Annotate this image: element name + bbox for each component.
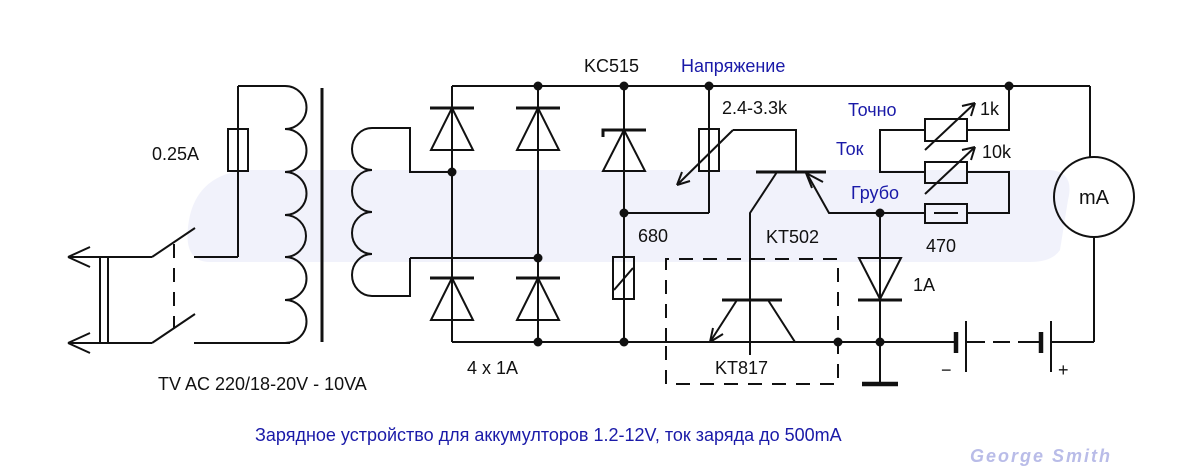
resistor-470 bbox=[880, 203, 968, 224]
resistor-680 bbox=[612, 256, 635, 300]
transformer-secondary bbox=[351, 127, 452, 297]
watermark-text: George Smith bbox=[970, 446, 1112, 466]
diode-1a-label: 1A bbox=[913, 275, 935, 295]
resistor-470-label: 470 bbox=[926, 236, 956, 256]
pot-coarse-label: 10k bbox=[982, 142, 1012, 162]
current-fine-label: Точно bbox=[848, 100, 897, 120]
current-coarse-label: Грубо bbox=[851, 183, 899, 203]
zener-label: KC515 bbox=[584, 56, 639, 76]
bridge-label: 4 x 1A bbox=[467, 358, 518, 378]
transistor-kt817 bbox=[665, 258, 880, 385]
pot-current-fine bbox=[879, 81, 1014, 173]
mains-switch bbox=[151, 227, 290, 344]
voltage-label: Напряжение bbox=[681, 56, 785, 76]
transistor-kt502 bbox=[749, 170, 880, 355]
caption: Зарядное устройство для аккумулторов 1.2… bbox=[255, 425, 842, 445]
transformer-primary bbox=[284, 85, 308, 344]
battery-minus-label: − bbox=[941, 360, 952, 380]
pot-fine-label: 1k bbox=[980, 99, 1000, 119]
watermark-band bbox=[187, 170, 1070, 262]
battery bbox=[880, 321, 1094, 372]
pot-voltage-label: 2.4-3.3k bbox=[722, 98, 788, 118]
battery-plus-label: + bbox=[1058, 360, 1069, 380]
pot-voltage bbox=[624, 81, 797, 214]
mains-plug bbox=[67, 246, 152, 354]
fuse-0.25a bbox=[227, 85, 285, 257]
fuse-label: 0.25A bbox=[152, 144, 199, 164]
kt817-label: KT817 bbox=[715, 358, 768, 378]
pot-current-coarse bbox=[924, 146, 1010, 214]
meter-label: mA bbox=[1079, 187, 1110, 209]
milliammeter bbox=[1053, 86, 1135, 342]
current-label: Ток bbox=[836, 139, 864, 159]
kt502-label: KT502 bbox=[766, 227, 819, 247]
transformer-label: TV AC 220/18-20V - 10VA bbox=[158, 374, 367, 394]
resistor-680-label: 680 bbox=[638, 226, 668, 246]
